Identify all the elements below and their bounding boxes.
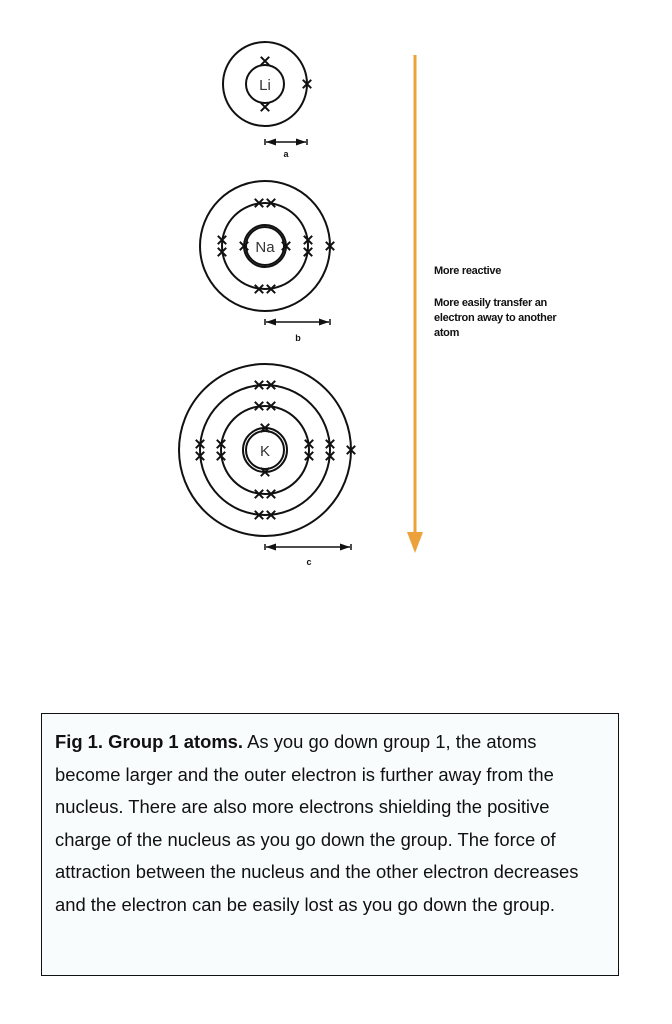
sodium-atom: Na b bbox=[199, 180, 336, 343]
figure-caption-box: Fig 1. Group 1 atoms. As you go down gro… bbox=[41, 713, 619, 976]
na-shell-2 bbox=[221, 202, 309, 290]
group-1-atoms-diagram: Li a Na bbox=[178, 41, 423, 567]
li-nucleus bbox=[245, 64, 285, 104]
k-radius-marker bbox=[264, 543, 352, 551]
k-shell-3 bbox=[199, 384, 331, 516]
na-electrons bbox=[216, 197, 336, 295]
na-radius-marker bbox=[264, 318, 331, 326]
k-symbol: K bbox=[260, 443, 270, 460]
more-reactive-label: More reactive bbox=[434, 265, 502, 277]
radius-label-c: c bbox=[306, 557, 311, 567]
radius-label-a: a bbox=[283, 149, 289, 159]
k-nucleus bbox=[245, 430, 285, 470]
k-shell-2 bbox=[220, 405, 310, 495]
lithium-atom: Li a bbox=[222, 41, 313, 159]
li-radius-marker bbox=[264, 138, 308, 146]
caption-title: Fig 1. Group 1 atoms. bbox=[55, 731, 244, 752]
reactivity-arrow bbox=[407, 55, 423, 553]
na-symbol: Na bbox=[255, 239, 275, 256]
k-electrons bbox=[194, 379, 357, 521]
caption-body: As you go down group 1, the atoms become… bbox=[55, 731, 579, 915]
na-nucleus bbox=[245, 226, 285, 266]
electron-transfer-label: More easily transfer an electron away to… bbox=[434, 297, 557, 339]
potassium-atom: K c bbox=[178, 363, 357, 567]
radius-label-b: b bbox=[295, 333, 301, 343]
li-symbol: Li bbox=[259, 77, 271, 94]
